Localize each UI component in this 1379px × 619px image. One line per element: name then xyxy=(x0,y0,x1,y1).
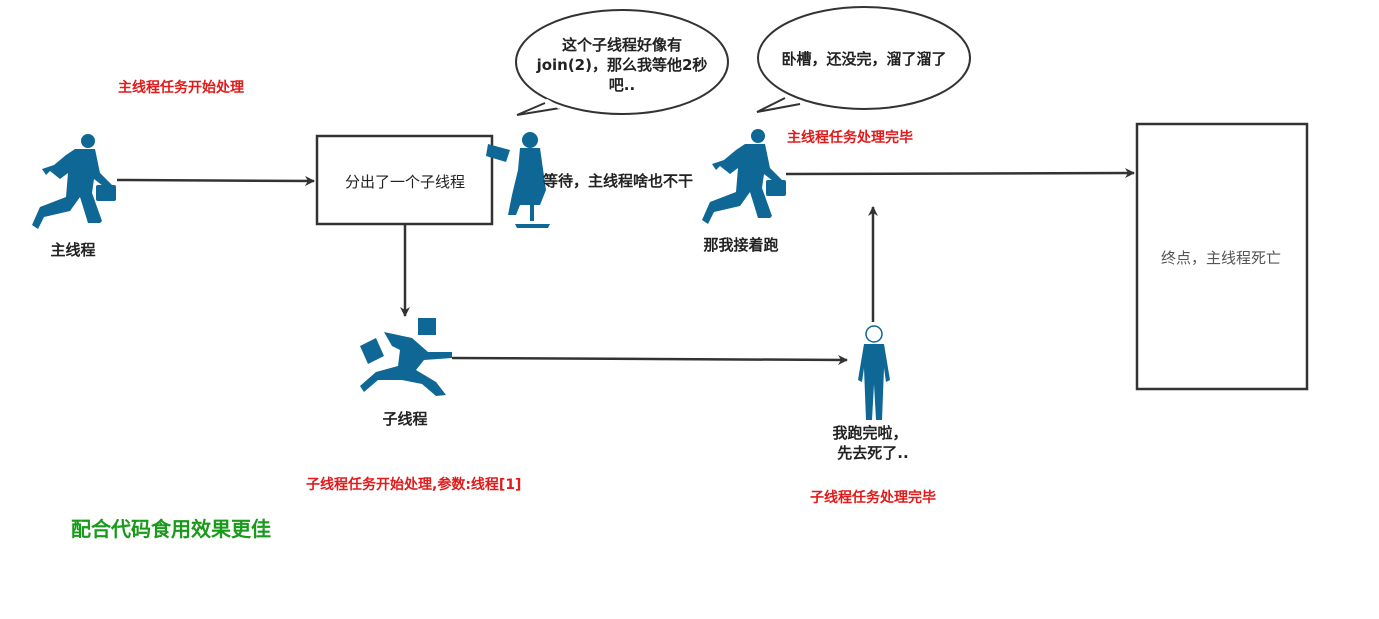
svg-text:这个子线程好像有: 这个子线程好像有 xyxy=(562,36,682,54)
child-start-note: 子线程任务开始处理,参数:线程[1] xyxy=(306,476,521,493)
main-start-note: 主线程任务开始处理 xyxy=(118,79,244,96)
svg-text:吧..: 吧.. xyxy=(609,76,635,94)
child-thread-label: 子线程 xyxy=(382,410,427,428)
main-thread-label: 主线程 xyxy=(50,241,95,259)
fork-box xyxy=(315,134,494,226)
svg-text:卧槽，还没完，溜了溜了: 卧槽，还没完，溜了溜了 xyxy=(781,50,946,68)
speech-bubble-wait: 这个子线程好像有 join(2)，那么我等他2秒 吧.. xyxy=(515,9,729,116)
running-businessman-icon xyxy=(32,134,116,229)
svg-text:join(2)，那么我等他2秒: join(2)，那么我等他2秒 xyxy=(536,56,708,74)
continue-label: 那我接着跑 xyxy=(703,236,778,254)
child-done-line2: 先去死了.. xyxy=(837,444,908,462)
sitting-woman-laptop-icon xyxy=(486,132,550,228)
running-child-icon xyxy=(360,318,452,396)
child-done-line1: 我跑完啦， xyxy=(832,424,907,442)
waiting-text: 等待，主线程啥也不干 xyxy=(543,172,693,190)
child-end-note: 子线程任务处理完毕 xyxy=(810,489,936,506)
tip-text: 配合代码食用效果更佳 xyxy=(71,517,271,541)
standing-man-icon xyxy=(858,325,890,420)
fork-box-text: 分出了一个子线程 xyxy=(345,173,465,191)
end-box-text: 终点，主线程死亡 xyxy=(1161,249,1281,267)
running-businessman-icon xyxy=(702,129,786,224)
speech-bubble-leave: 卧槽，还没完，溜了溜了 xyxy=(756,6,971,113)
arrow-main-to-fork xyxy=(116,175,315,186)
arrow-child-to-done xyxy=(451,354,848,365)
arrow-to-end xyxy=(785,168,1135,179)
main-end-note: 主线程任务处理完毕 xyxy=(787,129,913,146)
end-box xyxy=(1135,122,1309,391)
